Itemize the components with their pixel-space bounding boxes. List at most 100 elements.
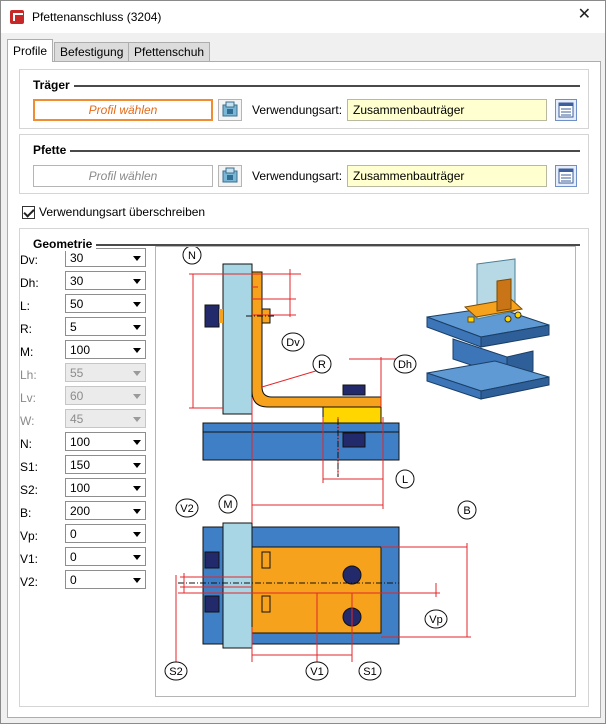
param-combo-s2[interactable]: 100 bbox=[65, 478, 146, 497]
top-washer-2 bbox=[261, 595, 271, 613]
label-circle-m bbox=[218, 494, 238, 514]
label-s1: S1 bbox=[363, 666, 376, 678]
param-combo-n[interactable]: 100 bbox=[65, 432, 146, 451]
param-combo-v1[interactable]: 0 bbox=[65, 547, 146, 566]
traeger-verwendungsart-field[interactable]: Zusammenbauträger bbox=[347, 99, 547, 121]
override-label: Verwendungsart überschreiben bbox=[39, 205, 206, 219]
param-label-v1: V1: bbox=[20, 552, 39, 566]
label-circle-r bbox=[312, 354, 332, 374]
param-label-n: N: bbox=[20, 437, 32, 451]
traeger-title: Träger bbox=[33, 78, 74, 92]
param-value-dv: 30 bbox=[70, 251, 84, 265]
pfette-catalog-icon[interactable] bbox=[218, 165, 242, 187]
param-combo-b[interactable]: 200 bbox=[65, 501, 146, 520]
top-dimensions bbox=[175, 497, 471, 662]
chevron-down-icon bbox=[133, 279, 141, 284]
pfette-list-icon[interactable] bbox=[555, 165, 577, 187]
chevron-down-icon bbox=[133, 578, 141, 583]
tab-profile[interactable]: Profile bbox=[7, 39, 54, 62]
label-v2: V2 bbox=[180, 503, 193, 515]
traeger-profil-button[interactable]: Profil wählen bbox=[33, 99, 213, 121]
top-bolt-left-1 bbox=[204, 551, 220, 569]
param-label-lh: Lh: bbox=[20, 368, 37, 382]
iso-bolt-1 bbox=[504, 315, 512, 323]
param-combo-m[interactable]: 100 bbox=[65, 340, 146, 359]
traeger-list-icon[interactable] bbox=[555, 99, 577, 121]
param-label-v2: V2: bbox=[20, 575, 39, 589]
side-bolt-washer-left bbox=[219, 309, 223, 323]
param-combo-w: 45 bbox=[65, 409, 146, 428]
param-label-s2: S2: bbox=[20, 483, 39, 497]
side-bolt-bottom bbox=[342, 432, 366, 448]
param-label-r: R: bbox=[20, 322, 32, 336]
param-value-v1: 0 bbox=[70, 550, 77, 564]
geometrie-divider bbox=[33, 244, 580, 246]
param-value-m: 100 bbox=[70, 343, 91, 357]
label-circle-vp bbox=[424, 609, 448, 629]
side-bolt-head-left bbox=[204, 304, 220, 328]
param-value-b: 200 bbox=[70, 504, 91, 518]
label-s2: S2 bbox=[169, 666, 182, 678]
chevron-down-icon bbox=[133, 256, 141, 261]
top-washer-1 bbox=[261, 551, 271, 569]
chevron-down-icon bbox=[133, 555, 141, 560]
pfette-divider bbox=[33, 150, 580, 152]
traeger-divider bbox=[33, 85, 580, 87]
param-combo-vp[interactable]: 0 bbox=[65, 524, 146, 543]
label-v1: V1 bbox=[310, 666, 323, 678]
side-beam-body bbox=[202, 431, 400, 461]
chevron-down-icon bbox=[133, 463, 141, 468]
tab-pfettenschuh[interactable]: Pfettenschuh bbox=[128, 42, 211, 61]
param-value-s2: 100 bbox=[70, 481, 91, 495]
side-purlin-plate bbox=[222, 263, 253, 415]
param-label-l: L: bbox=[20, 299, 31, 313]
param-value-lh: 55 bbox=[70, 366, 84, 380]
chevron-down-icon bbox=[133, 325, 141, 330]
label-circle-b bbox=[457, 500, 477, 520]
tab-befestigung[interactable]: Befestigung bbox=[54, 42, 130, 61]
label-circle-dv bbox=[281, 332, 305, 352]
traeger-catalog-icon[interactable] bbox=[218, 99, 242, 121]
param-combo-dv[interactable]: 30 bbox=[65, 248, 146, 267]
param-value-l: 50 bbox=[70, 297, 84, 311]
param-combo-lv: 60 bbox=[65, 386, 146, 405]
pfette-verwendungsart-label: Verwendungsart: bbox=[252, 169, 343, 183]
iso-beam-bottom-side bbox=[480, 376, 550, 400]
param-combo-v2[interactable]: 0 bbox=[65, 570, 146, 589]
window-title: Pfettenanschluss (3204) bbox=[32, 10, 162, 24]
chevron-down-icon bbox=[133, 394, 141, 399]
chevron-down-icon bbox=[133, 486, 141, 491]
connection-diagram: N Dv R Dh L M B V2 Vp S2 V1 S1 bbox=[164, 245, 550, 681]
label-l: L bbox=[402, 474, 408, 486]
top-bolt-left-2 bbox=[204, 595, 220, 613]
param-combo-r[interactable]: 5 bbox=[65, 317, 146, 336]
param-label-m: M: bbox=[20, 345, 34, 359]
override-checkbox[interactable] bbox=[22, 206, 35, 219]
param-combo-l[interactable]: 50 bbox=[65, 294, 146, 313]
dimension-label-texts: N Dv R Dh L M B V2 Vp S2 V1 S1 bbox=[169, 250, 470, 678]
label-circle-dh bbox=[393, 354, 417, 374]
label-m: M bbox=[223, 499, 232, 511]
side-view bbox=[189, 263, 400, 509]
side-beam-flange bbox=[202, 422, 400, 433]
label-vp: Vp bbox=[429, 614, 442, 626]
param-combo-dh[interactable]: 30 bbox=[65, 271, 146, 290]
chevron-down-icon bbox=[133, 348, 141, 353]
close-icon[interactable]: ✕ bbox=[577, 6, 591, 23]
label-circle-l bbox=[395, 469, 415, 489]
param-value-lv: 60 bbox=[70, 389, 84, 403]
param-label-w: W: bbox=[20, 414, 35, 428]
pfette-verwendungsart-field[interactable]: Zusammenbauträger bbox=[347, 165, 547, 187]
label-b: B bbox=[463, 505, 470, 517]
side-bolt-top bbox=[342, 384, 366, 396]
side-dimensions bbox=[189, 269, 399, 509]
param-combo-s1[interactable]: 150 bbox=[65, 455, 146, 474]
chevron-down-icon bbox=[133, 509, 141, 514]
app-icon bbox=[10, 10, 24, 24]
label-circle-v2 bbox=[175, 498, 199, 518]
param-label-vp: Vp: bbox=[20, 529, 39, 543]
pfette-profil-button[interactable]: Profil wählen bbox=[33, 165, 213, 187]
title-bar: Pfettenanschluss (3204) ✕ bbox=[1, 1, 605, 33]
geometrie-title: Geometrie bbox=[33, 237, 97, 251]
